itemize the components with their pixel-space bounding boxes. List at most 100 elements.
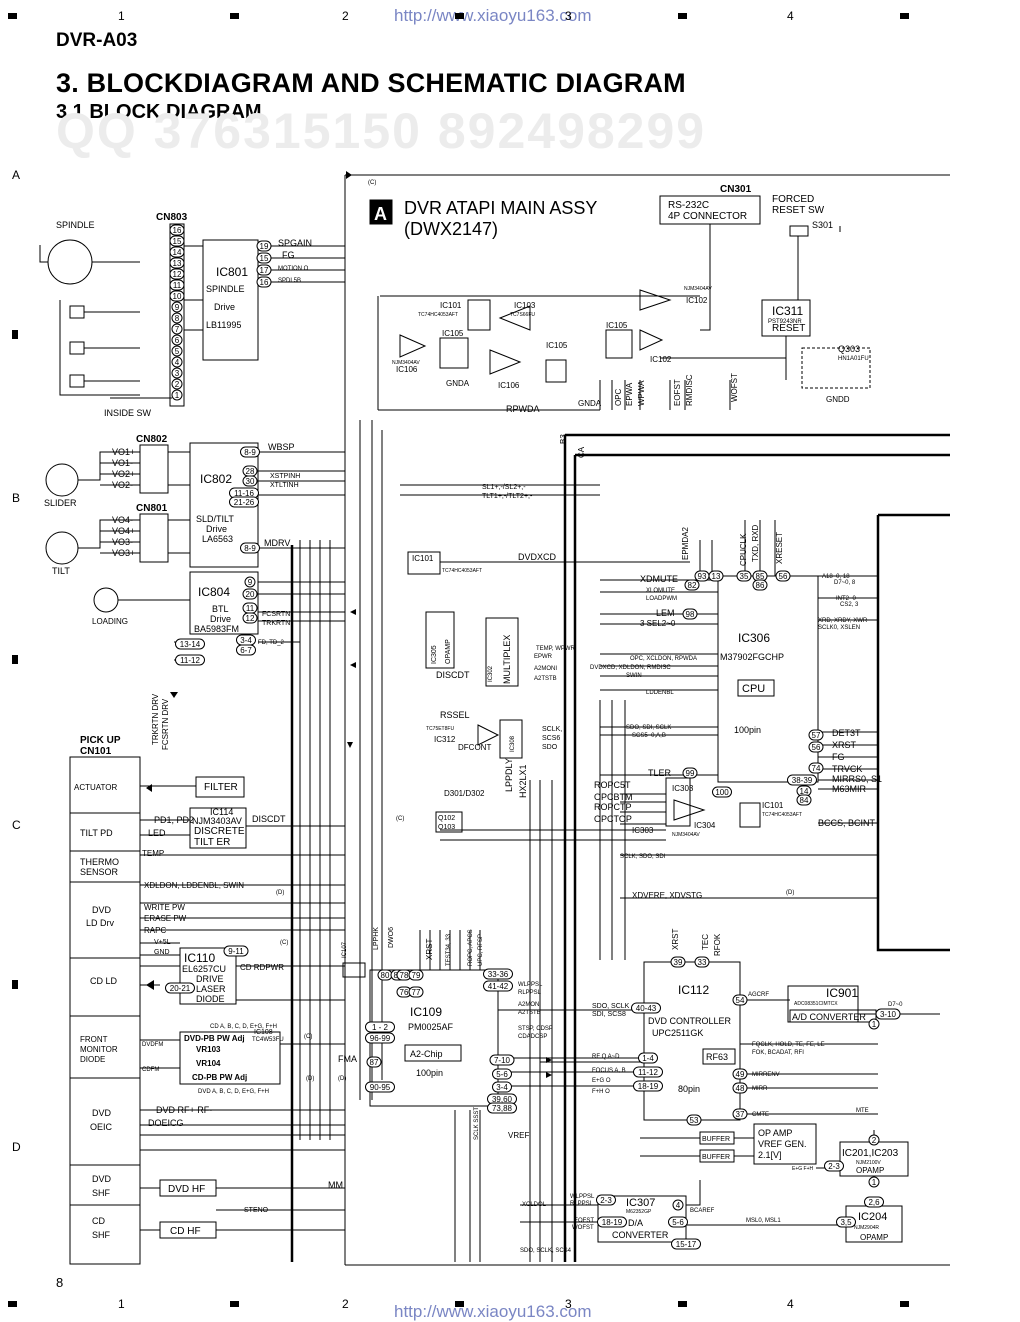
lddenbl-label: LDDENBL bbox=[646, 690, 674, 696]
pin-number: 76 bbox=[396, 986, 412, 998]
pin-number: 5 bbox=[171, 345, 183, 357]
ic804-block bbox=[189, 571, 259, 635]
svg-text:6: 6 bbox=[175, 336, 180, 345]
diode-label: DIODE bbox=[80, 1055, 105, 1064]
url-top-link[interactable]: http://www.xiaoyu163.com bbox=[394, 6, 592, 25]
int-label: INT2~0 bbox=[836, 596, 857, 602]
svg-text:2: 2 bbox=[872, 1136, 877, 1145]
svg-text:3-4: 3-4 bbox=[496, 1083, 508, 1092]
pin-number: 30 bbox=[242, 475, 258, 487]
xstpinh-label: XSTPINH bbox=[270, 473, 300, 480]
svg-text:78: 78 bbox=[400, 971, 409, 980]
pin-number: 13 bbox=[169, 257, 185, 269]
opc-label: OPC, XCLDON, RPWDA bbox=[630, 656, 697, 662]
svg-text:8-9: 8-9 bbox=[244, 544, 256, 553]
svg-text:11-12: 11-12 bbox=[180, 656, 200, 665]
svg-text:2-3: 2-3 bbox=[828, 1162, 840, 1171]
svg-text:9-11: 9-11 bbox=[228, 947, 244, 956]
svg-text:48: 48 bbox=[736, 1084, 745, 1093]
ic307-desc2: CONVERTER bbox=[612, 1230, 669, 1240]
ic306-block bbox=[717, 575, 819, 783]
inside-sw-label: INSIDE SW bbox=[104, 408, 152, 418]
ic114-part: NJM3403AV bbox=[192, 816, 242, 826]
ic114-block bbox=[189, 807, 247, 849]
ic306-label: IC306 bbox=[738, 631, 770, 645]
sel-label: 3 SEL2~0 bbox=[640, 619, 676, 628]
pin-number: 19 bbox=[256, 240, 272, 252]
svg-text:1 - 2: 1 - 2 bbox=[372, 1023, 389, 1032]
ropc-apcs-label: ROPC, APCS bbox=[468, 929, 474, 966]
grid-mark bbox=[12, 980, 18, 989]
opamp-vref-label1: OP AMP bbox=[758, 1128, 792, 1138]
det3t-label: DET3T bbox=[832, 728, 861, 738]
svg-text:20: 20 bbox=[246, 590, 255, 599]
ic305-desc: OPAMP bbox=[445, 639, 452, 664]
ic804-label: IC804 bbox=[198, 585, 230, 599]
svg-text:39,60: 39,60 bbox=[492, 1095, 513, 1104]
tec-label: TEC bbox=[701, 934, 710, 950]
a2tstb2-label: A2TSTB bbox=[518, 1010, 541, 1016]
ic804-desc1: BTL bbox=[212, 604, 229, 614]
q303-block bbox=[801, 347, 871, 389]
ic106b-label: IC106 bbox=[498, 381, 520, 390]
mirrs-label: MIRRS0, S1 bbox=[832, 774, 882, 784]
vr104-label: VR104 bbox=[196, 1059, 221, 1068]
loading-motor-symbol bbox=[93, 587, 119, 613]
ic311-part: PST9243NR bbox=[768, 319, 802, 325]
svg-text:15: 15 bbox=[173, 237, 182, 246]
assy-name: DVR ATAPI MAIN ASSY bbox=[404, 198, 597, 218]
url-bottom-link[interactable]: http://www.xiaoyu163.com bbox=[394, 1302, 592, 1321]
pin-number: 53 bbox=[686, 1114, 702, 1126]
xdmute-label: XDMUTE bbox=[640, 574, 678, 584]
sensor-label: SENSOR bbox=[80, 867, 119, 877]
rapc-label: RAPC bbox=[144, 926, 166, 935]
wofst-label: WOFST bbox=[572, 1225, 594, 1231]
rpwda-label: RPWDA bbox=[506, 404, 540, 414]
buffer-label-1: BUFFER bbox=[702, 1136, 730, 1143]
svg-text:9: 9 bbox=[248, 578, 253, 587]
pin-number: 15 bbox=[256, 252, 272, 264]
fcsrtn-label: FCSRTN bbox=[262, 611, 290, 618]
ic109-label: IC109 bbox=[410, 1005, 442, 1019]
main-bus bbox=[563, 433, 950, 1262]
svg-text:5: 5 bbox=[175, 347, 180, 356]
ic109-pin-label: 100pin bbox=[416, 1068, 443, 1078]
pin-number: 39,60 bbox=[487, 1093, 517, 1105]
svg-text:6-7: 6-7 bbox=[240, 646, 252, 655]
svg-text:82: 82 bbox=[688, 581, 697, 590]
filter-label: FILTER bbox=[204, 782, 238, 793]
sclk-ssst-label: SCLK SSST bbox=[474, 1107, 480, 1140]
ic901-desc: A/D CONVERTER bbox=[792, 1012, 866, 1022]
pin-number: 15-17 bbox=[671, 1238, 701, 1250]
svg-text:56: 56 bbox=[812, 743, 821, 752]
svg-text:28: 28 bbox=[246, 467, 255, 476]
fh-label: F+H O bbox=[592, 1089, 610, 1095]
svg-text:11: 11 bbox=[173, 281, 182, 290]
pin-number: 12 bbox=[169, 268, 185, 280]
svg-text:99: 99 bbox=[686, 769, 695, 778]
ic101-lower-label: IC101 bbox=[762, 801, 784, 810]
egfh-label: E+G F+H bbox=[792, 1166, 814, 1172]
grid-mark bbox=[8, 13, 17, 19]
q303-label: Q303 bbox=[838, 344, 860, 354]
page-title: 3. BLOCKDIAGRAM AND SCHEMATIC DIAGRAM bbox=[56, 68, 686, 98]
svg-text:85: 85 bbox=[756, 572, 765, 581]
ic101-lower-block bbox=[739, 802, 761, 828]
dvd-shf-label: DVD bbox=[92, 1174, 112, 1184]
pin-number: 41-42 bbox=[483, 980, 513, 992]
hall-hw bbox=[69, 374, 85, 388]
pin-number: 98 bbox=[682, 608, 698, 620]
pin-number: 1 bbox=[171, 389, 183, 401]
fqclk-label: FQCLK, HOLD, TE, FE, LE bbox=[752, 1042, 825, 1048]
dvdxcd-label: DVDXCD bbox=[518, 552, 557, 562]
ic307-wlppsl-label: WLPPSL bbox=[570, 1194, 595, 1200]
pin-number: 2-3 bbox=[596, 1194, 616, 1206]
agcrf-label: AGCRF bbox=[748, 992, 769, 998]
pin-number: 90-95 bbox=[365, 1081, 395, 1093]
fd-td-label: FD, TD_2 bbox=[258, 640, 285, 646]
svg-text:16: 16 bbox=[260, 278, 269, 287]
vo2p-label: VO2+ bbox=[112, 469, 135, 479]
ic112-rf-box bbox=[702, 1048, 736, 1065]
stsp-label: STSP, CDSP bbox=[518, 1026, 553, 1032]
assy-letter-box bbox=[369, 199, 393, 225]
